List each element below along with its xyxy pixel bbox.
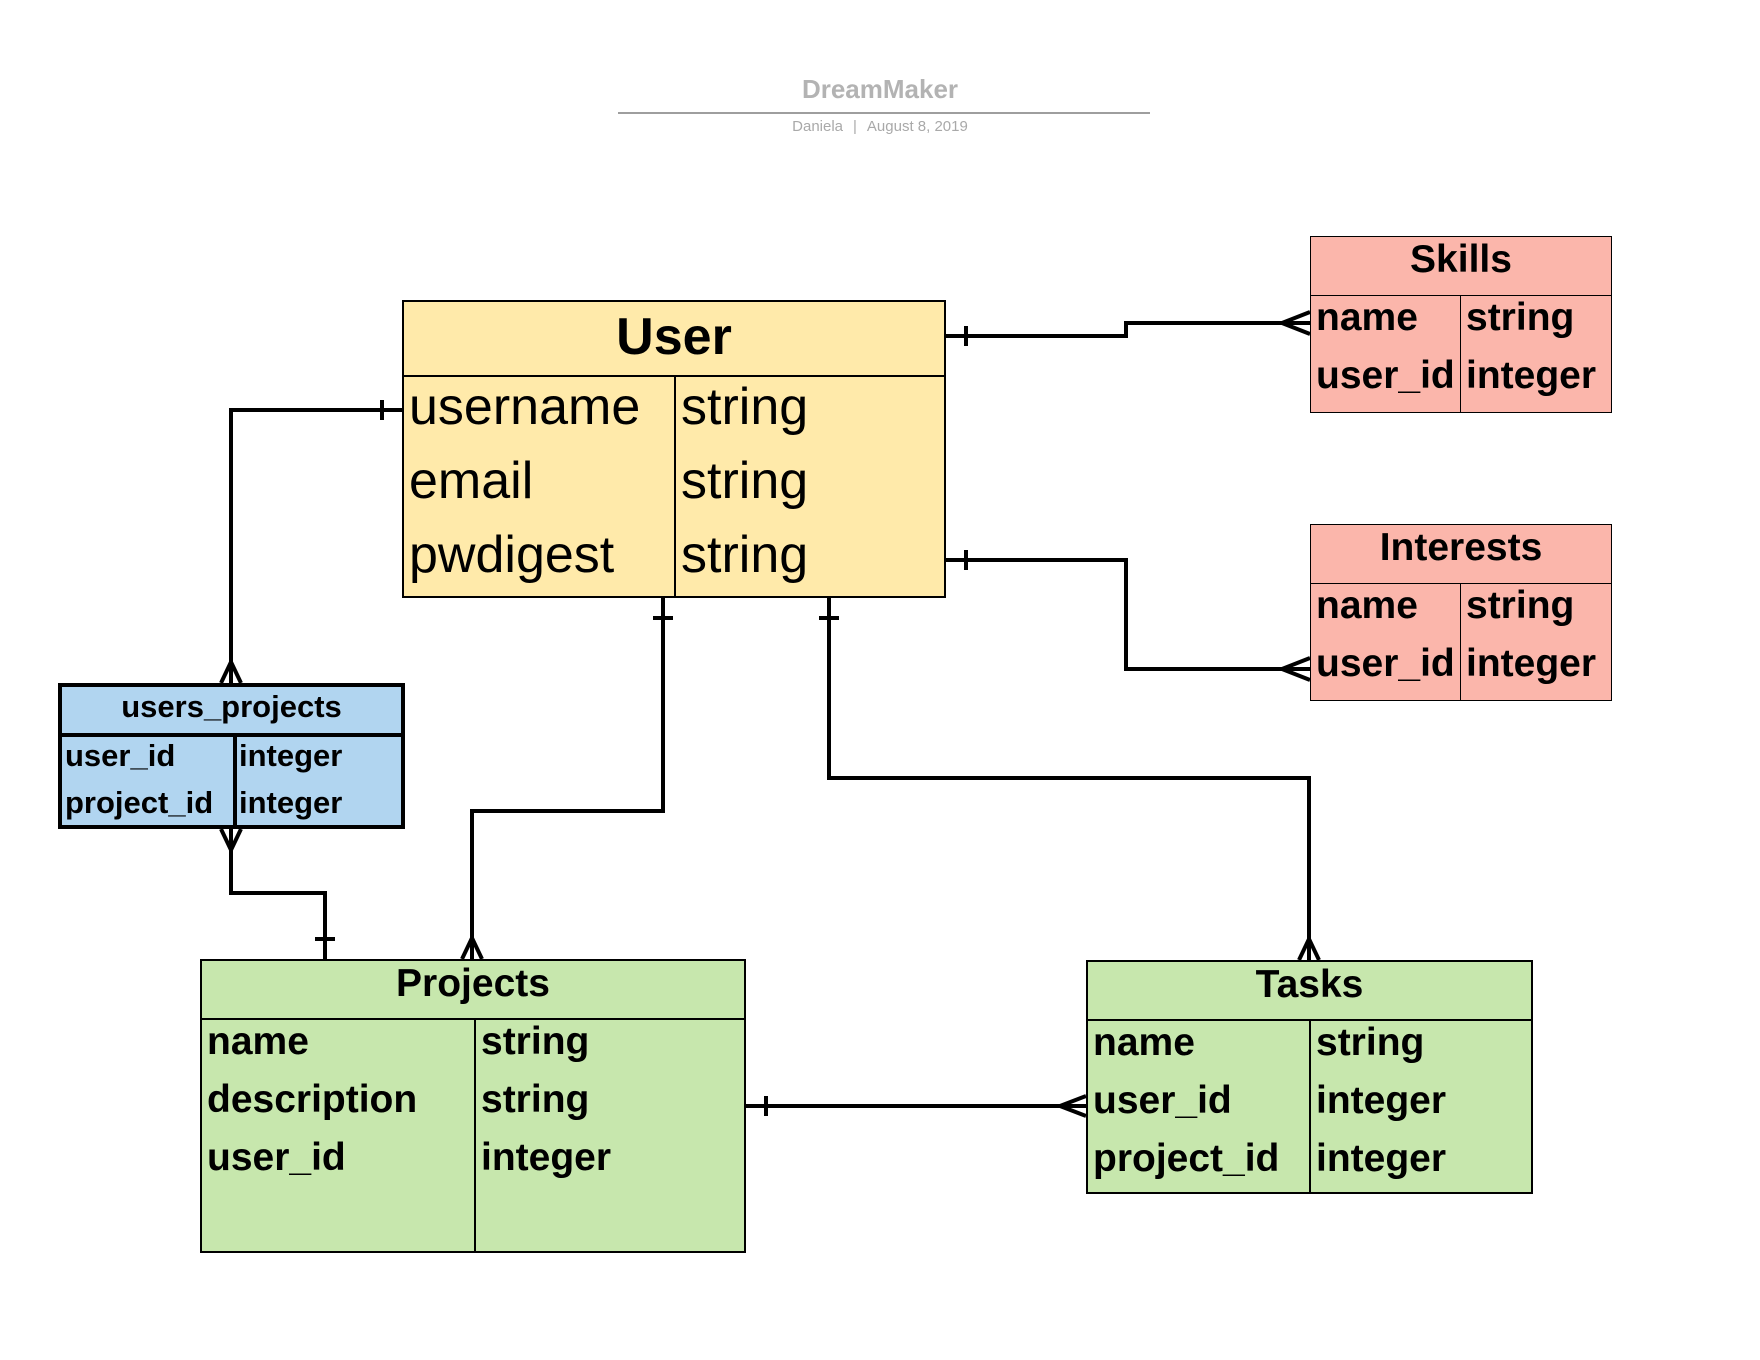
entity-skills[interactable]: Skills name string user_id integer: [1310, 236, 1612, 413]
field-row: pwdigest string: [404, 525, 944, 599]
column-divider: [1309, 1021, 1311, 1192]
field-row: user_id integer: [1088, 1079, 1531, 1137]
connector-user-projects[interactable]: [460, 598, 673, 960]
field-name: pwdigest: [409, 526, 615, 584]
column-divider: [233, 737, 237, 825]
entity-title: Skills: [1311, 237, 1611, 296]
entity-fields: name string user_id integer project_id i…: [1088, 1021, 1531, 1192]
field-type: integer: [1316, 1079, 1447, 1122]
entity-title: User: [404, 302, 944, 377]
connector-user-interests[interactable]: [946, 550, 1311, 682]
field-row: user_id integer: [1311, 354, 1611, 412]
field-type: string: [681, 378, 809, 436]
field-type: string: [1466, 296, 1575, 339]
field-name: description: [207, 1078, 418, 1121]
field-row: name string: [202, 1020, 744, 1078]
field-row: description string: [202, 1078, 744, 1136]
connector-user-users-projects[interactable]: [219, 400, 402, 684]
title-divider: [618, 112, 1150, 114]
field-row: name string: [1088, 1021, 1531, 1079]
field-row: user_id integer: [202, 1136, 744, 1194]
field-type: string: [681, 526, 809, 584]
connector-user-skills[interactable]: [946, 310, 1311, 346]
field-type: string: [481, 1020, 590, 1063]
field-name: project_id: [1093, 1137, 1280, 1180]
field-row: project_id integer: [62, 784, 401, 831]
field-name: name: [207, 1020, 309, 1063]
field-name: user_id: [1316, 642, 1455, 685]
field-name: name: [1093, 1021, 1195, 1064]
entity-tasks[interactable]: Tasks name string user_id integer projec…: [1086, 960, 1533, 1194]
entity-title: Projects: [202, 961, 744, 1020]
entity-fields: name string description string user_id i…: [202, 1020, 744, 1251]
entity-user[interactable]: User username string email string pwdige…: [402, 300, 946, 598]
field-name: username: [409, 378, 641, 436]
field-name: project_id: [65, 785, 214, 820]
field-row: project_id integer: [1088, 1137, 1531, 1195]
field-row: name string: [1311, 584, 1611, 642]
entity-fields: name string user_id integer: [1311, 296, 1611, 412]
column-divider: [474, 1020, 476, 1251]
entity-fields: name string user_id integer: [1311, 584, 1611, 700]
connector-projects-tasks[interactable]: [746, 1094, 1087, 1118]
field-name: user_id: [1093, 1079, 1232, 1122]
document-meta: Daniela | August 8, 2019: [0, 118, 1760, 135]
connector-projects-users-projects[interactable]: [219, 828, 335, 959]
field-type: integer: [1466, 354, 1597, 397]
entity-interests[interactable]: Interests name string user_id integer: [1310, 524, 1612, 701]
field-type: string: [681, 452, 809, 510]
field-type: string: [481, 1078, 590, 1121]
field-type: integer: [1316, 1137, 1447, 1180]
field-row: user_id integer: [62, 737, 401, 784]
field-name: name: [1316, 584, 1418, 627]
field-name: user_id: [1316, 354, 1455, 397]
column-divider: [1460, 584, 1461, 700]
entity-projects[interactable]: Projects name string description string …: [200, 959, 746, 1253]
field-type: integer: [481, 1136, 612, 1179]
field-type: integer: [239, 738, 343, 773]
field-type: string: [1466, 584, 1575, 627]
column-divider: [674, 377, 676, 596]
entity-users-projects[interactable]: users_projects user_id integer project_i…: [58, 683, 405, 829]
document-title: DreamMaker: [801, 74, 959, 104]
meta-separator: |: [853, 118, 857, 135]
column-divider: [1460, 296, 1461, 412]
field-row: username string: [404, 377, 944, 451]
entity-title: Tasks: [1088, 962, 1531, 1021]
field-row: email string: [404, 451, 944, 525]
entity-title: Interests: [1311, 525, 1611, 584]
connector-user-tasks[interactable]: [819, 598, 1321, 961]
field-row: name string: [1311, 296, 1611, 354]
date: August 8, 2019: [866, 118, 968, 135]
field-type: integer: [1466, 642, 1597, 685]
field-type: integer: [239, 785, 343, 820]
field-name: email: [409, 452, 534, 510]
field-row: user_id integer: [1311, 642, 1611, 700]
field-name: name: [1316, 296, 1418, 339]
field-name: user_id: [65, 738, 176, 773]
author: Daniela: [792, 118, 844, 135]
entity-fields: username string email string pwdigest st…: [404, 377, 944, 596]
field-type: string: [1316, 1021, 1425, 1064]
entity-title: users_projects: [62, 687, 401, 737]
field-name: user_id: [207, 1136, 346, 1179]
entity-fields: user_id integer project_id integer: [62, 737, 401, 825]
